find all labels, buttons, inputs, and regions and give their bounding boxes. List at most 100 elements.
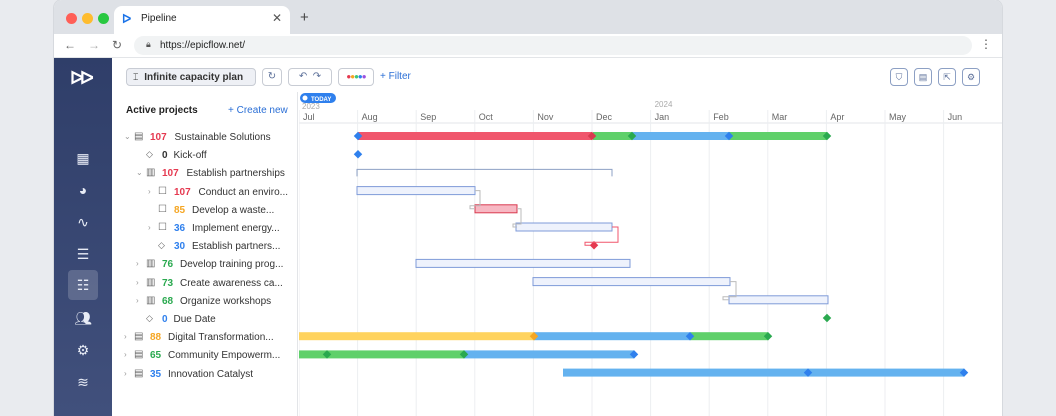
- gantt-bar[interactable]: [593, 132, 632, 140]
- back-arrow-icon[interactable]: ←: [64, 38, 76, 52]
- dependency-link: [722, 281, 737, 301]
- expand-chevron-icon[interactable]: ›: [136, 295, 139, 305]
- table-icon[interactable]: ▦: [76, 150, 90, 166]
- milestone-marker[interactable]: [959, 368, 969, 377]
- month-label: May: [889, 112, 907, 122]
- color-dot-4: ●: [361, 72, 367, 81]
- year-label: 2024: [655, 100, 673, 109]
- row-name: Community Empowerm...: [168, 350, 281, 362]
- month-label: Oct: [479, 112, 494, 122]
- refresh-button[interactable]: ↻: [262, 68, 282, 86]
- row-name: Conduct an enviro...: [198, 186, 289, 198]
- milestone-marker[interactable]: [822, 313, 832, 323]
- gantt-bar[interactable]: [808, 368, 964, 377]
- gantt-bar[interactable]: [474, 204, 518, 214]
- expand-chevron-icon[interactable]: ›: [124, 350, 127, 360]
- expand-chevron-icon[interactable]: ⌄: [124, 132, 131, 141]
- export-icon[interactable]: ⇱: [938, 68, 956, 86]
- expand-chevron-icon[interactable]: ›: [136, 259, 139, 269]
- gantt-bar[interactable]: [299, 332, 534, 341]
- milestone-marker[interactable]: [629, 350, 639, 359]
- forward-arrow-icon[interactable]: →: [88, 38, 100, 52]
- settings-gear-icon[interactable]: ⚙: [962, 68, 980, 86]
- calendar-icon[interactable]: ▤: [914, 68, 932, 86]
- refresh-icon: ↻: [267, 71, 277, 82]
- gantt-bar[interactable]: [690, 332, 768, 341]
- new-tab-button[interactable]: +: [300, 9, 309, 26]
- dependency-link: [469, 190, 481, 210]
- milestone-marker[interactable]: [803, 368, 813, 377]
- epicflow-logo-icon[interactable]: ᐅᐅ: [70, 68, 94, 88]
- row-score: 35: [150, 368, 162, 380]
- expand-chevron-icon[interactable]: ›: [148, 223, 151, 232]
- expand-chevron-icon[interactable]: ›: [124, 332, 127, 342]
- undo-redo-group[interactable]: ↶ ↷: [288, 68, 332, 86]
- users-icon[interactable]: 👥︎: [74, 310, 92, 326]
- milestone-marker[interactable]: [459, 350, 469, 359]
- project-icon: ▤: [134, 131, 144, 142]
- folder-icon: ▥: [146, 258, 156, 270]
- gantt-bar[interactable]: [358, 132, 592, 140]
- forecast-icon[interactable]: ≋: [77, 374, 89, 390]
- expand-chevron-icon[interactable]: ⌄: [136, 168, 143, 178]
- gantt-bar[interactable]: [464, 350, 634, 359]
- filter-button[interactable]: + Filter: [380, 71, 411, 82]
- undo-icon[interactable]: ↶: [298, 71, 308, 82]
- maximize-window-button[interactable]: [98, 13, 109, 24]
- summary-bracket[interactable]: [356, 168, 613, 177]
- address-bar[interactable]: 🔒︎ https://epicflow.net/: [134, 36, 972, 55]
- milestone-marker[interactable]: [353, 131, 363, 141]
- row-score: 88: [150, 332, 162, 344]
- month-label: Nov: [537, 112, 554, 122]
- filter-funnel-icon[interactable]: ⛉: [890, 68, 908, 86]
- gantt-bar[interactable]: [729, 132, 827, 140]
- gantt-bar[interactable]: [534, 332, 690, 341]
- gantt-bar[interactable]: [356, 186, 476, 196]
- gantt-bar[interactable]: [728, 295, 829, 305]
- milestone-marker[interactable]: [322, 350, 332, 359]
- gantt-bar[interactable]: [515, 222, 613, 232]
- redo-icon[interactable]: ↷: [312, 71, 322, 82]
- url-text[interactable]: https://epicflow.net/: [160, 40, 246, 51]
- gantt-bar[interactable]: [632, 132, 729, 140]
- expand-chevron-icon[interactable]: ›: [136, 277, 139, 287]
- tab-bar: ᐅ Pipeline ✕ +: [54, 0, 1002, 34]
- expand-chevron-icon[interactable]: ›: [148, 186, 151, 196]
- browser-tab[interactable]: ᐅ Pipeline ✕: [114, 6, 290, 34]
- gantt-icon[interactable]: ☷: [68, 270, 98, 300]
- expand-chevron-icon[interactable]: ›: [124, 368, 127, 378]
- plan-select[interactable]: ⌶ Infinite capacity plan ▼: [126, 68, 256, 98]
- gantt-bar[interactable]: [532, 277, 731, 287]
- browser-menu-icon[interactable]: ⋮: [980, 37, 992, 51]
- tab-close-button[interactable]: ✕: [271, 11, 282, 25]
- chart-icon[interactable]: ◕: [78, 182, 88, 198]
- gantt-bar[interactable]: [299, 350, 464, 359]
- gantt-bar[interactable]: [415, 258, 631, 268]
- create-new-button[interactable]: + Create new: [228, 105, 288, 116]
- reload-icon[interactable]: ↻: [112, 38, 123, 52]
- list-icon[interactable]: ☰: [76, 246, 90, 262]
- color-filter-button[interactable]: ●●●●●: [338, 68, 374, 86]
- settings-icon[interactable]: ⚙: [76, 342, 90, 358]
- activity-icon[interactable]: ∿: [77, 214, 89, 230]
- minimize-window-button[interactable]: [82, 13, 93, 24]
- close-window-button[interactable]: [66, 13, 77, 24]
- tab-title: Pipeline: [141, 13, 177, 24]
- milestone-marker[interactable]: [353, 149, 363, 159]
- gantt-bar[interactable]: [563, 368, 808, 377]
